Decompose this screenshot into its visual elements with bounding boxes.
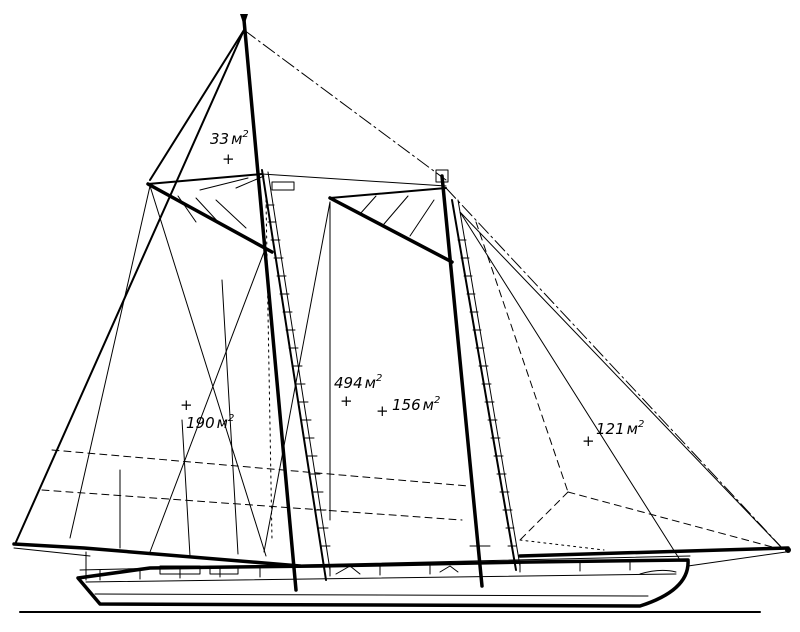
sail-area-exp: 2 [434, 395, 440, 406]
sail-area-value: 33 [210, 130, 229, 148]
sail-area-unit: м [423, 396, 434, 414]
sail-area-value: 156 [392, 396, 421, 414]
foremast [240, 14, 331, 592]
sail-area-exp: 2 [242, 129, 248, 140]
bowsprit-bow [518, 546, 791, 567]
svg-text:+: + [376, 402, 389, 420]
svg-text:+: + [222, 150, 235, 168]
svg-text:+: + [582, 432, 595, 450]
sail-area-unit: м [217, 414, 228, 432]
sail-area-value: 121 [596, 420, 625, 438]
svg-text:+: + [180, 396, 193, 414]
hull [76, 555, 691, 608]
sail-area-unit: м [231, 130, 242, 148]
sail-area-value: 494 [334, 374, 363, 392]
sail-area-value: 190 [186, 414, 215, 432]
sail-area-exp: 2 [228, 413, 234, 424]
sail-centroids: + + + + + [180, 150, 595, 450]
svg-text:+: + [340, 392, 353, 410]
sail-area-unit: м [627, 420, 638, 438]
gaffs [146, 173, 454, 264]
sail-area-unit: м [365, 374, 376, 392]
bowsprit-stern [12, 542, 302, 581]
sail-area-exp: 2 [376, 373, 382, 384]
sail-area-exp: 2 [638, 419, 644, 430]
rigging [15, 29, 785, 561]
mainmast [435, 169, 521, 588]
